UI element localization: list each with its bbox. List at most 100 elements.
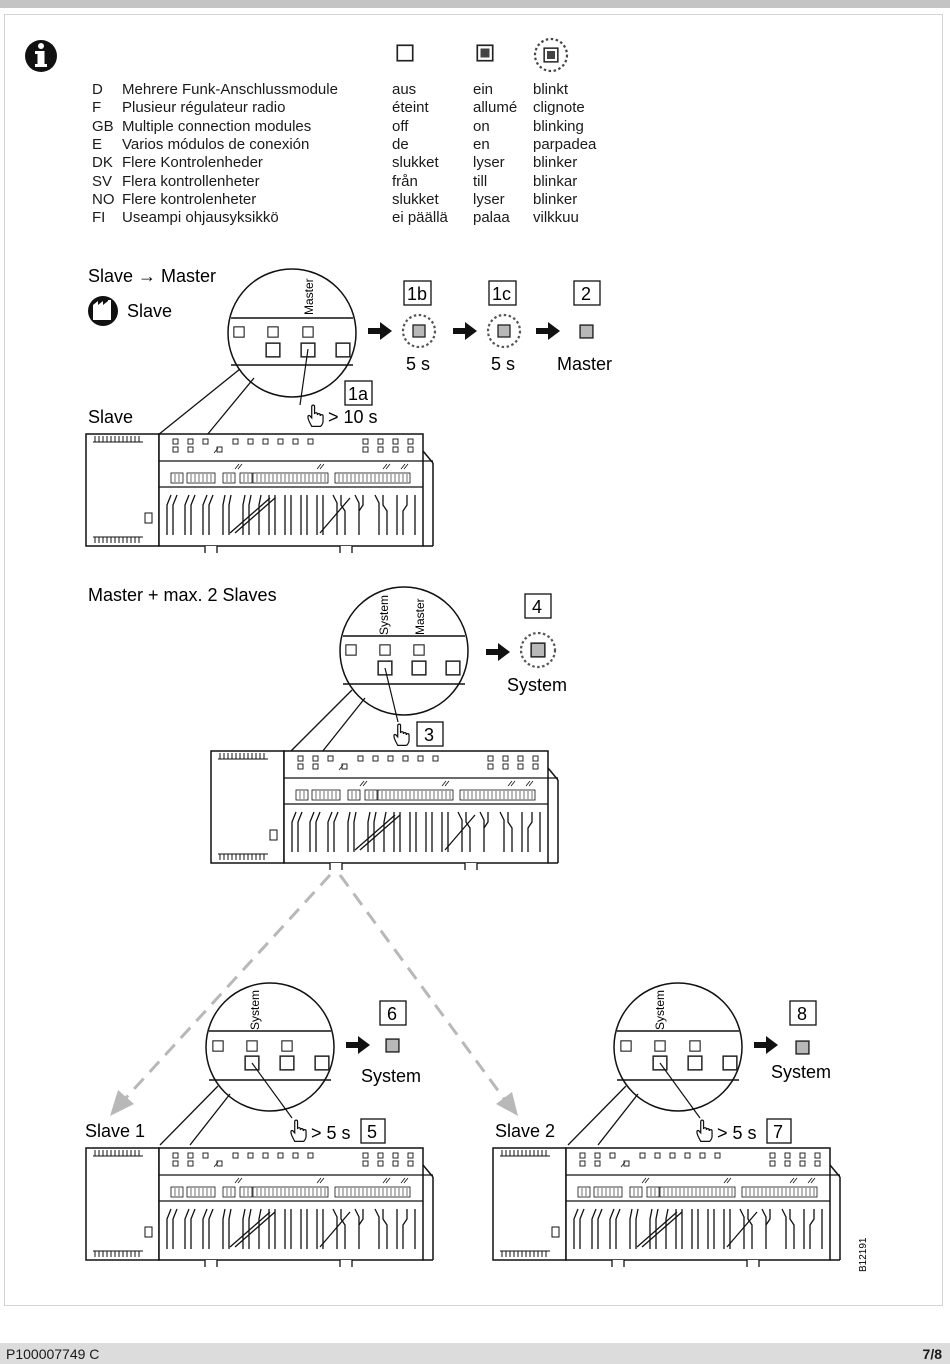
legend-on-1: allumé (473, 99, 518, 117)
step-2-label: Master (557, 354, 612, 374)
legend-on-6: lyser (473, 190, 505, 208)
step-1c-box (488, 280, 517, 306)
zoom-circle-1 (157, 268, 357, 436)
step-1c: 1c (492, 284, 511, 304)
connection-module-slave (85, 433, 434, 553)
led-on-system-2 (795, 1040, 810, 1055)
zoom-circle-3 (159, 982, 335, 1146)
legend-label-1: Plusieur régulateur radio (122, 99, 286, 117)
step-8-box (789, 1000, 817, 1026)
legend-blink-4: blinker (533, 154, 578, 172)
step-5: 5 (367, 1122, 377, 1142)
legend-on-7: palaa (473, 209, 510, 227)
step-5-hold: > 5 s (311, 1123, 351, 1143)
legend-off-7: ei päällä (392, 209, 448, 227)
legend-off-0: aus (392, 81, 417, 98)
legend-blink-5: blinkar (533, 172, 578, 190)
footer-page-number: 7/8 (922, 1346, 942, 1362)
arrow-right-icon (346, 1036, 370, 1054)
legend-code-6: NO (92, 190, 115, 208)
legend-blink-3: parpadea (533, 135, 597, 153)
legend-off-5: från (392, 172, 418, 190)
step-7-hold: > 5 s (717, 1123, 757, 1143)
legend-code-4: DK (92, 154, 113, 172)
legend-off-6: slukket (392, 190, 439, 208)
legend-blink-0: blinkt (533, 81, 569, 98)
zoom-system-label-3: System (248, 990, 262, 1030)
legend-on-3: en (473, 135, 490, 153)
legend-code-2: GB (92, 117, 114, 135)
footer-doc-number: P100007749 C (6, 1346, 100, 1362)
step-4-box (524, 593, 552, 619)
legend-off-1: éteint (392, 99, 429, 117)
step-7-box (766, 1118, 792, 1144)
connection-module-slave-2 (492, 1147, 841, 1267)
zoom-circle-2 (289, 586, 469, 753)
led-on-system-1 (385, 1038, 400, 1053)
step-1b-box (403, 280, 432, 306)
step-6-box (379, 1000, 407, 1026)
step-2: 2 (581, 284, 591, 304)
legend-blink-2: blinking (533, 117, 584, 135)
step-4-label: System (507, 675, 567, 695)
hand-icon-3 (393, 723, 410, 747)
arrow-right-icon (754, 1036, 778, 1054)
section1-title: Slave → Master (88, 266, 216, 286)
zoom-system-label-4: System (653, 990, 667, 1030)
factory-icon (88, 296, 118, 326)
legend-label-5: Flera kontrollenheter (122, 172, 260, 190)
led-blink-icon (533, 37, 569, 73)
step-1a-box (344, 380, 373, 406)
legend-on-0: ein (473, 81, 494, 98)
legend-on-2: on (473, 117, 490, 135)
hand-icon-1a (307, 404, 324, 428)
slave2-label: Slave 2 (495, 1121, 555, 1141)
step-3: 3 (424, 725, 434, 745)
page-frame (4, 14, 943, 1306)
legend-code-5: SV (92, 172, 113, 190)
step-6-label: System (361, 1066, 421, 1086)
led-blink-system (519, 631, 557, 669)
legend-code-3: E (92, 135, 103, 153)
hand-icon-7 (696, 1119, 713, 1143)
step-7: 7 (773, 1122, 783, 1142)
legend-code-1: F (92, 99, 102, 117)
arrow-right-icon (486, 643, 510, 661)
legend-label-2: Multiple connection modules (122, 117, 312, 135)
legend-on-4: lyser (473, 154, 505, 172)
doc-code: B12191 (858, 1237, 869, 1272)
legend-label-0: Mehrere Funk-Anschlussmodule (122, 81, 338, 98)
zoom-master-label-1: Master (302, 278, 316, 315)
led-on-master (579, 324, 594, 339)
led-blink-1b (401, 313, 437, 349)
legend-code-0: D (92, 81, 103, 98)
step-4: 4 (532, 597, 542, 617)
step-8-label: System (771, 1062, 831, 1082)
legend-label-3: Varios módulos de conexión (122, 135, 310, 153)
legend-off-3: de (392, 135, 409, 153)
connection-module-master (210, 750, 559, 870)
led-blink-1c (486, 313, 522, 349)
legend-blink-1: clignote (533, 99, 585, 117)
section2-title: Master + max. 2 Slaves (88, 585, 277, 605)
hand-icon-5 (290, 1119, 307, 1143)
dashed-link-left (110, 873, 332, 1116)
step-1c-time: 5 s (491, 354, 515, 374)
step-8: 8 (797, 1004, 807, 1024)
zoom-circle-4 (567, 982, 743, 1146)
zoom-master-label-2: Master (413, 598, 427, 635)
step-1b: 1b (407, 284, 427, 304)
arrow-right-icon (368, 322, 392, 340)
step-3-box (416, 721, 444, 747)
step-2-box (573, 280, 601, 306)
legend-label-7: Useampi ohjausyksikkö (122, 209, 279, 227)
slave1-label: Slave 1 (85, 1121, 145, 1141)
step-1b-time: 5 s (406, 354, 430, 374)
legend-off-4: slukket (392, 154, 439, 172)
arrow-right-icon (453, 322, 477, 340)
legend-table: D Mehrere Funk-Anschlussmodule aus ein blink… (0, 0, 950, 240)
step-1a: 1a (348, 384, 369, 404)
legend-blink-6: blinker (533, 190, 578, 208)
legend-label-6: Flere kontrolenheter (122, 190, 257, 208)
